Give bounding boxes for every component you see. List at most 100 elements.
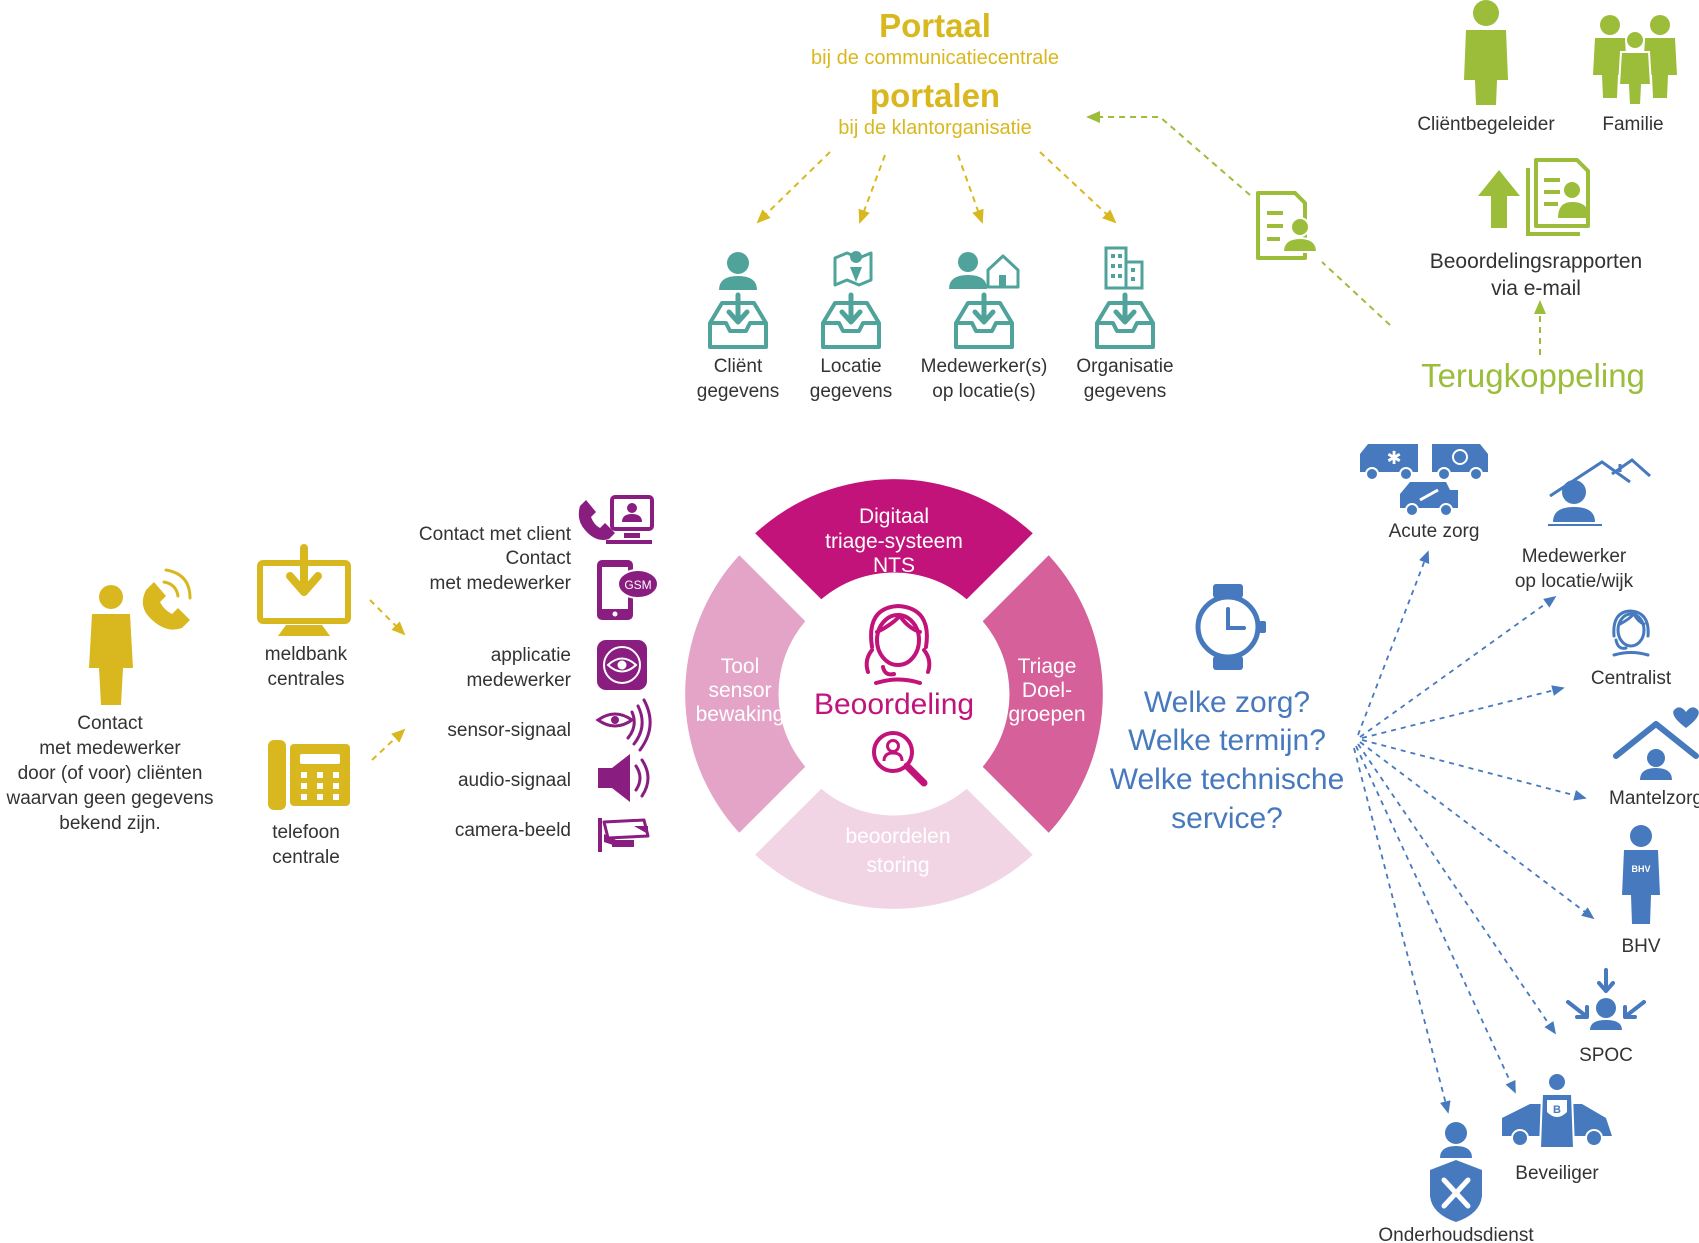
feedback-doc bbox=[1256, 191, 1319, 260]
bhv-label: BHV bbox=[1621, 936, 1660, 957]
acute-label: Acute zorg bbox=[1389, 521, 1480, 542]
data-item-location-line2: gegevens bbox=[810, 381, 892, 402]
sensor-signal-icon bbox=[595, 698, 652, 752]
caller-line2: met medewerker bbox=[39, 738, 181, 759]
person-house-icon bbox=[1548, 458, 1651, 526]
map-pin-inbox-icon bbox=[823, 251, 879, 347]
sensor-label: sensor-signaal bbox=[447, 720, 571, 741]
wheel-segment-top bbox=[755, 479, 1033, 600]
wheel-left-line1: Tool bbox=[721, 655, 760, 678]
data-item-staff-line2: op locatie(s) bbox=[932, 381, 1036, 402]
onderhoud-label: Onderhoudsdienst bbox=[1378, 1225, 1534, 1243]
responder-bhv: BHV BHV bbox=[1621, 825, 1661, 957]
responder-centralist: Centralist bbox=[1591, 609, 1672, 689]
wheel-top-line1: Digitaal bbox=[859, 505, 929, 528]
wheel-bottom-line1: beoordelen bbox=[845, 825, 950, 848]
security-car-icon: B bbox=[1502, 1072, 1612, 1149]
familie: Familie bbox=[1593, 15, 1677, 135]
responder-acute: ✱ Acute zorg bbox=[1360, 444, 1488, 542]
portals-title: portalen bbox=[870, 77, 1000, 114]
beveiliger-label: Beveiliger bbox=[1515, 1163, 1599, 1184]
reports-line2: via e-mail bbox=[1491, 277, 1581, 300]
meldbank-line1: meldbank bbox=[265, 644, 348, 665]
person-document-icon bbox=[1256, 191, 1319, 260]
caller: Contact met medewerker door (of voor) cl… bbox=[5, 568, 214, 834]
telefoon-line2: centrale bbox=[272, 847, 340, 868]
star-of-life-icon: ✱ bbox=[1386, 448, 1401, 468]
bhv-badge: BHV bbox=[1631, 864, 1650, 874]
contact-mw-label2: met medewerker bbox=[430, 573, 572, 594]
medewerker-label2: op locatie/wijk bbox=[1515, 571, 1634, 592]
reports-line1: Beoordelingsrapporten bbox=[1430, 250, 1642, 273]
responder-arrows bbox=[1353, 550, 1595, 1114]
watch-icon bbox=[1195, 584, 1266, 670]
speaker-icon bbox=[598, 754, 650, 802]
portal-arrows bbox=[756, 151, 1117, 224]
terugkoppeling-label: Terugkoppeling bbox=[1421, 357, 1645, 394]
meldbank: meldbank centrales bbox=[257, 544, 351, 690]
responder-mantelzorg: Mantelzorg bbox=[1609, 707, 1699, 809]
person-icon bbox=[1464, 0, 1508, 105]
monitor-download-icon bbox=[257, 544, 351, 636]
data-item-staff: Medewerker(s) op locatie(s) bbox=[921, 252, 1048, 402]
data-item-client-line2: gegevens bbox=[697, 381, 779, 402]
wheel-top-line3: NTS bbox=[873, 554, 915, 577]
portals-subtitle: bij de klantorganisatie bbox=[838, 117, 1031, 139]
data-item-location: Locatie gegevens bbox=[810, 251, 892, 402]
responder-beveiliger: B Beveiliger bbox=[1502, 1072, 1612, 1184]
wheel-right-line3: groepen bbox=[1008, 703, 1085, 726]
person-inbox-icon bbox=[710, 252, 766, 347]
caller-line5: bekend zijn. bbox=[59, 813, 160, 834]
ambulance-icon: ✱ bbox=[1360, 444, 1418, 481]
contact-mw-label1: Contact bbox=[506, 548, 572, 569]
data-item-organisation-line2: gegevens bbox=[1084, 381, 1166, 402]
channel-contact-client: Contact met client bbox=[419, 495, 654, 545]
feedback-arrows bbox=[1086, 111, 1546, 355]
security-camera-icon bbox=[598, 818, 650, 852]
building-inbox-icon bbox=[1097, 246, 1153, 347]
operator-headset-icon bbox=[864, 604, 932, 685]
report-document-icon bbox=[1526, 158, 1590, 236]
family-icon bbox=[1593, 15, 1677, 106]
clientbegeleider-label: Cliëntbegeleider bbox=[1417, 114, 1555, 135]
wheel-right-line1: Triage bbox=[1018, 655, 1077, 678]
caller-line4: waarvan geen gegevens bbox=[5, 788, 213, 809]
triage-wheel: Digitaal triage-systeem NTS Tool sensor … bbox=[685, 479, 1103, 909]
wheel-top-line2: triage-systeem bbox=[825, 530, 963, 553]
wheel-right-line2: Doel- bbox=[1022, 679, 1072, 702]
police-car-icon bbox=[1400, 482, 1458, 517]
contact-client-label: Contact met client bbox=[419, 524, 572, 545]
responder-spoc: SPOC bbox=[1566, 968, 1646, 1066]
familie-label: Familie bbox=[1602, 114, 1663, 135]
channel-applicatie: applicatie medewerker bbox=[466, 640, 647, 691]
reports: Beoordelingsrapporten via e-mail bbox=[1430, 158, 1642, 300]
medewerker-label1: Medewerker bbox=[1522, 546, 1627, 567]
headset-operator-icon bbox=[1612, 609, 1650, 657]
wheel-bottom-line2: storing bbox=[866, 854, 929, 877]
data-item-staff-line1: Medewerker(s) bbox=[921, 356, 1048, 377]
house-heart-icon bbox=[1613, 707, 1699, 780]
caller-line1: Contact bbox=[77, 713, 143, 734]
channel-sensor: sensor-signaal bbox=[447, 698, 652, 752]
phone-video-icon bbox=[578, 495, 654, 544]
spoc-focus-icon bbox=[1566, 968, 1646, 1030]
data-item-client-line1: Cliënt bbox=[714, 356, 763, 377]
camera-label: camera-beeld bbox=[455, 820, 571, 841]
data-item-location-line1: Locatie bbox=[820, 356, 881, 377]
portal-title: Portaal bbox=[879, 7, 991, 44]
app-eye-icon bbox=[597, 640, 647, 690]
data-item-organisation-line1: Organisatie bbox=[1076, 356, 1173, 377]
person-icon bbox=[89, 585, 133, 705]
portal-subtitle: bij de communicatiecentrale bbox=[811, 47, 1059, 69]
beveiliger-badge: B bbox=[1553, 1104, 1561, 1116]
wheel-left-line3: bewaking bbox=[696, 703, 785, 726]
bhv-person-icon: BHV bbox=[1622, 825, 1660, 924]
magnifier-person-icon bbox=[872, 731, 928, 787]
channel-camera: camera-beeld bbox=[455, 818, 650, 852]
person-house-inbox-icon bbox=[949, 252, 1020, 347]
phone-ringing-icon bbox=[142, 568, 192, 630]
maintenance-shield-icon bbox=[1430, 1122, 1482, 1222]
clientbegeleider: Cliëntbegeleider bbox=[1417, 0, 1555, 135]
data-item-client: Cliënt gegevens bbox=[697, 252, 779, 402]
upload-arrow-icon bbox=[1478, 170, 1520, 228]
